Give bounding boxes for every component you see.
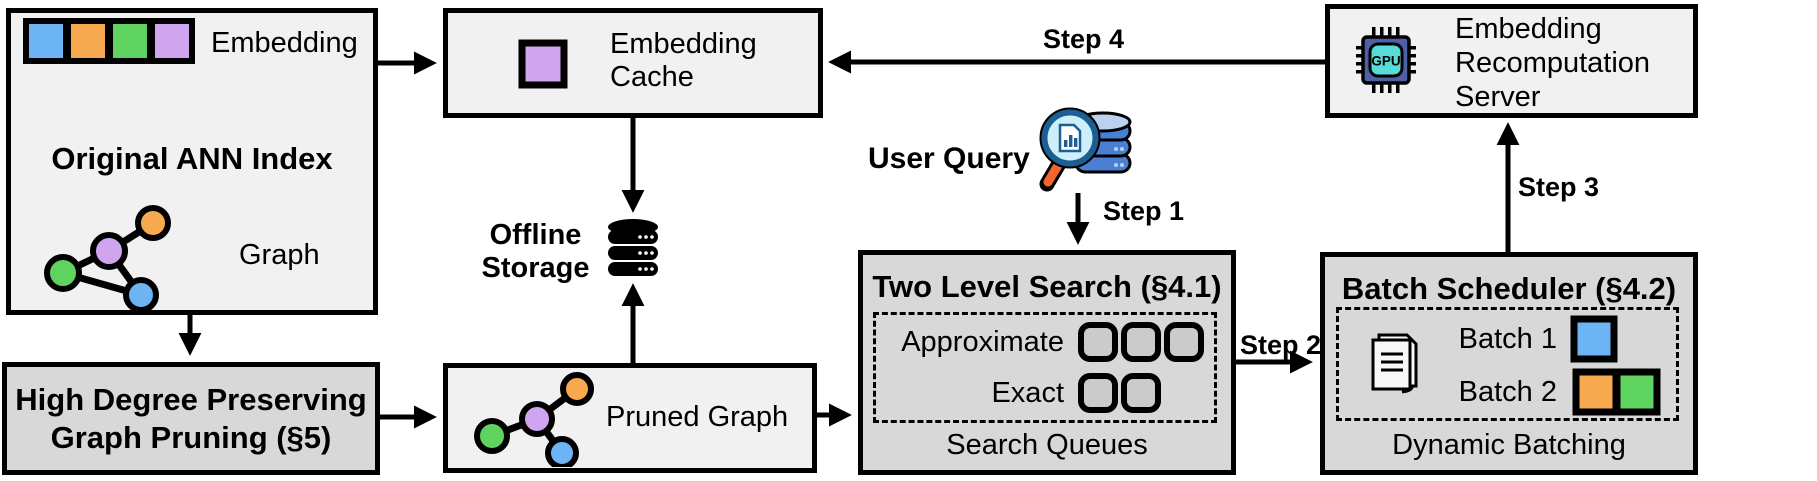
queue-slot [1164,322,1204,362]
embedding-cache-box: Embedding Cache [443,8,823,118]
search-queues-panel: Approximate Exact [873,312,1217,423]
exact-queue-row: Exact [876,371,1206,415]
queue-slot [1078,322,1118,362]
batch2-squares [1572,368,1661,416]
batch2-label: Batch 2 [1458,375,1557,408]
exact-label: Exact [991,376,1064,409]
step1-label: Step 1 [1103,196,1185,226]
embedding-cache-label: Embedding Cache [610,28,757,93]
embedding-vector-icon [23,18,195,64]
pruned-graph-label: Pruned Graph [606,401,789,433]
user-query-label: User Query [868,142,1030,175]
batch-scheduler-title: Batch Scheduler (§4.2) [1341,271,1677,306]
two-level-search-box: Two Level Search (§4.1) Approximate Exac… [858,250,1236,475]
batch1-squares [1570,315,1618,363]
queue-slot [1121,373,1161,413]
search-queues-caption: Search Queues [946,429,1148,461]
gpu-chip-icon: GPU [1356,27,1416,93]
dynamic-batching-caption: Dynamic Batching [1392,429,1626,461]
approximate-label: Approximate [901,325,1064,358]
step4-label: Step 4 [1043,24,1125,54]
offline-storage-label: Offline Storage [481,219,590,284]
exact-queue-slots [1075,373,1161,413]
recomputation-server-label: Embedding Recomputation Server [1455,13,1651,113]
original-ann-index-box: Embedding Original ANN Index Graph [6,8,378,315]
pruned-graph-icon [474,372,594,467]
graph-pruning-label-line2: Graph Pruning (§5) [50,419,332,455]
gpu-chip-label: GPU [1371,54,1400,69]
approximate-queue-slots [1075,322,1204,362]
queue-slot [1121,322,1161,362]
database-icon [608,219,658,276]
graph-label: Graph [239,239,320,271]
cached-embedding-icon [518,39,568,89]
queue-slot [1078,373,1118,413]
graph-pruning-box: High Degree Preserving Graph Pruning (§5… [2,362,380,475]
ann-index-title: Original ANN Index [51,141,333,176]
dynamic-batching-panel: Batch 1 Batch 2 [1336,307,1679,421]
approximate-queue-row: Approximate [876,320,1206,364]
batch1-label: Batch 1 [1458,322,1557,355]
recomputation-server-box: GPU Embedding Recomputation Server [1325,4,1698,118]
graph-pruning-label-line1: High Degree Preserving [15,381,367,417]
documents-icon [1371,333,1418,394]
batch2-row: Batch 2 [1339,368,1669,416]
batch1-row: Batch 1 [1339,315,1669,363]
embedding-label: Embedding [211,27,358,59]
query-search-icon [1039,107,1132,192]
step2-label: Step 2 [1240,330,1322,360]
step3-label: Step 3 [1518,172,1600,202]
graph-icon [44,205,171,313]
pruned-graph-box: Pruned Graph [443,363,817,473]
batch-scheduler-box: Batch Scheduler (§4.2) Batch 1 [1320,252,1698,475]
two-level-search-title: Two Level Search (§4.1) [872,269,1222,304]
